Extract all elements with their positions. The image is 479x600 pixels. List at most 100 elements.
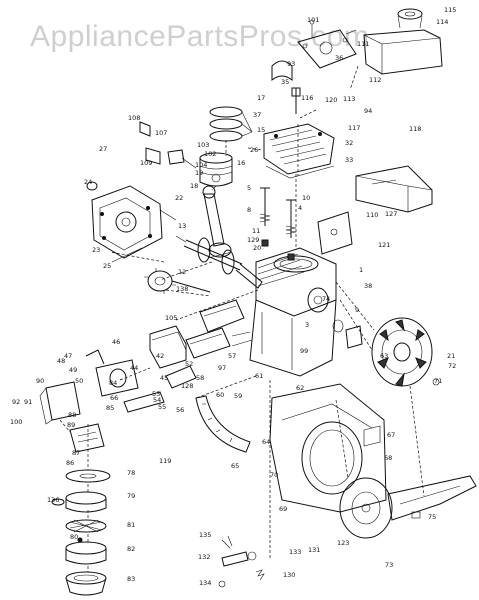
part-label-83: 83 (127, 575, 135, 583)
part-label-100: 100 (10, 418, 22, 426)
crankcase-cover-drawing (91, 185, 177, 263)
blower-housing-drawing (269, 383, 387, 513)
breather-drawing (86, 121, 197, 191)
part-label-103: 103 (197, 141, 209, 149)
part-label-32: 32 (345, 139, 353, 147)
part-label-62: 62 (296, 384, 304, 392)
part-label-60: 60 (216, 391, 224, 399)
cylinder-head-drawing (263, 123, 335, 179)
part-label-45: 45 (160, 374, 168, 382)
part-label-121: 121 (378, 241, 390, 249)
part-label-15: 15 (257, 126, 265, 134)
part-label-21: 21 (447, 352, 455, 360)
part-label-97: 97 (218, 364, 226, 372)
part-label-118: 118 (409, 125, 421, 133)
part-label-38: 38 (364, 282, 372, 290)
piston-drawing (199, 152, 233, 187)
part-label-49: 49 (69, 366, 77, 374)
part-label-134: 134 (199, 579, 211, 587)
part-label-16: 16 (237, 159, 245, 167)
part-label-26: 26 (250, 146, 258, 154)
part-label-138: 138 (176, 285, 188, 293)
part-label-46: 46 (112, 338, 120, 346)
part-label-101: 101 (307, 16, 319, 24)
part-label-79: 79 (127, 492, 135, 500)
valves-drawing (259, 187, 297, 261)
part-label-23: 23 (92, 246, 100, 254)
part-label-1: 1 (359, 266, 363, 274)
part-label-54: 54 (153, 396, 161, 404)
part-label-94: 94 (364, 107, 372, 115)
part-label-89: 89 (67, 421, 75, 429)
part-label-12: 12 (178, 268, 186, 276)
exhaust-flange-drawing (297, 19, 357, 69)
part-label-108: 108 (128, 114, 140, 122)
part-label-102: 102 (204, 150, 216, 158)
part-label-11: 11 (252, 227, 260, 235)
part-label-68: 68 (384, 454, 392, 462)
part-label-74: 74 (322, 295, 330, 303)
part-label-136: 136 (47, 496, 59, 504)
part-label-18: 18 (190, 182, 198, 190)
part-label-64: 64 (262, 438, 270, 446)
watermark-text: AppliancePartsPros.com (30, 20, 370, 53)
part-label-82: 82 (127, 545, 135, 553)
part-label-3: 3 (305, 321, 309, 329)
part-label-131: 131 (308, 546, 320, 554)
part-label-110: 110 (366, 211, 378, 219)
part-label-53: 53 (152, 390, 160, 398)
part-label-67: 67 (387, 431, 395, 439)
part-label-119: 119 (159, 457, 171, 465)
part-label-24: 24 (84, 178, 92, 186)
part-label-116: 116 (301, 94, 313, 102)
part-label-69: 69 (279, 505, 287, 513)
part-label-57: 57 (228, 352, 236, 360)
part-label-99: 99 (300, 347, 308, 355)
part-label-36: 36 (335, 54, 343, 62)
part-label-25: 25 (103, 262, 111, 270)
part-label-52: 52 (185, 360, 193, 368)
baffle-drawing (317, 165, 433, 255)
part-label-5: 5 (247, 184, 251, 192)
part-label-112: 112 (369, 76, 381, 84)
part-label-50: 50 (75, 377, 83, 385)
part-label-90: 90 (36, 377, 44, 385)
part-label-61: 61 (255, 372, 263, 380)
part-label-88: 88 (68, 411, 76, 419)
part-label-127: 127 (385, 210, 397, 218)
part-label-71: 71 (434, 377, 442, 385)
part-label-59: 59 (234, 392, 242, 400)
carburetor-drawing (39, 299, 245, 453)
flywheel-drawing (332, 317, 440, 387)
part-label-123: 123 (337, 539, 349, 547)
part-label-20: 20 (253, 244, 261, 252)
part-label-128: 128 (181, 382, 193, 390)
part-label-22: 22 (175, 194, 183, 202)
part-number-labels: 1345891011121315161718192021222324252627… (10, 6, 456, 587)
part-label-129: 129 (247, 236, 259, 244)
part-label-37: 37 (253, 111, 261, 119)
part-label-85: 85 (106, 404, 114, 412)
part-label-19: 19 (195, 169, 203, 177)
part-label-92: 92 (12, 398, 20, 406)
muffler-drawing (363, 8, 443, 75)
part-label-65: 65 (231, 462, 239, 470)
part-label-10: 10 (302, 194, 310, 202)
part-label-78: 78 (127, 469, 135, 477)
part-label-33: 33 (345, 156, 353, 164)
part-label-27: 27 (99, 145, 107, 153)
part-label-107: 107 (155, 129, 167, 137)
part-label-63: 63 (380, 352, 388, 360)
part-label-105: 105 (165, 314, 177, 322)
part-label-58: 58 (196, 374, 204, 382)
part-label-91: 91 (24, 398, 32, 406)
deflector-drawing (271, 60, 301, 114)
part-label-87: 87 (72, 449, 80, 457)
part-label-4: 4 (298, 204, 302, 212)
part-label-114: 114 (436, 18, 448, 26)
connecting-rod-drawing (202, 185, 233, 259)
part-label-104: 104 (195, 161, 207, 169)
crankshaft-drawing (175, 235, 263, 289)
